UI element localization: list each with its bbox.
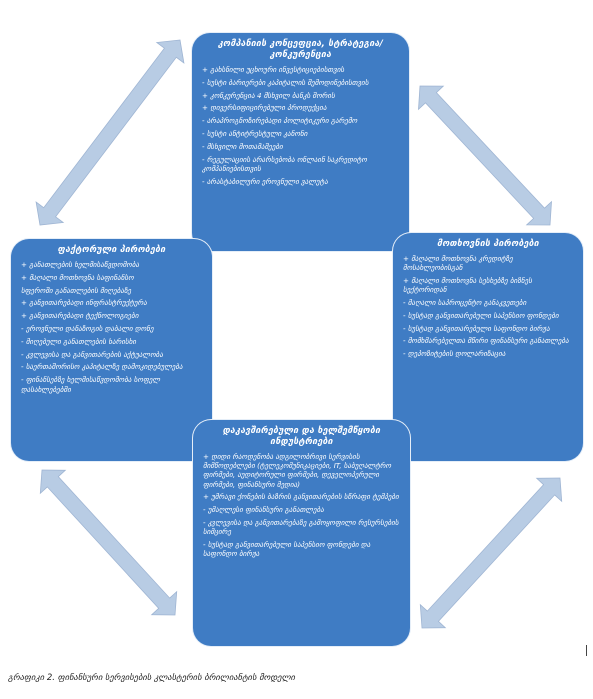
left-list-item: - მიღებული განათლების ხარისხი — [21, 336, 137, 346]
left-list-item: - საერთაშორისო კაპიტალზე დამოკიდებულება — [21, 362, 183, 372]
top-list-item: - რეგულაციის არარსებობა ონლაინ საკრედიტო… — [202, 154, 367, 173]
bottom-list-item: + დიდი რაოდენობა ადგილობრივი სერვისის მი… — [203, 451, 392, 489]
box-factor-conditions-list: + განათლების ხელმისაწვდომობა + მაღალი მოთ… — [21, 260, 202, 394]
box-related-industries: დაკავშირებული და ხელშემწყობი ინდუსტრიები… — [193, 420, 410, 646]
right-list-item: - მაღალი საპროცენტო განაკვეთები — [403, 298, 527, 308]
top-list-item: + კონკურენცია 4 მსხვილ ბანკს შორის — [202, 90, 335, 100]
top-list-item: - სუსტი ბარიერები კაპიტალის შემოდინებისთ… — [202, 77, 369, 87]
arrow-bottom-left — [39, 469, 178, 616]
arrow-top-right — [418, 85, 552, 226]
top-list-item: - არაპროგნოზირებადი პოლიტიკური გარემო — [202, 116, 358, 126]
left-list-item: - ეროვნული დანაზოგის დაბალი დონე — [21, 324, 154, 334]
right-list-item: - სუსტად განვითარებული საფონდო ბირჟა — [403, 323, 550, 333]
right-list-item: - სუსტად განვითარებული საპენსიო ფონდები — [403, 310, 559, 320]
box-demand-conditions-title: მოთხოვნის პირობები — [437, 239, 539, 249]
arrow-layer — [35, 39, 563, 629]
right-list-item: + მაღალი მოთხოვნა კრედიტზე მოსახლეობისგა… — [403, 253, 513, 273]
box-factor-conditions: ფაქტორული პირობები + განათლების ხელმისაწ… — [11, 239, 212, 461]
bottom-list-item: - კვლევისა და განვითარებაზე გამოყოფილი რ… — [203, 518, 399, 537]
bottom-list-item: + უმრავი ქონების ბაზრის განვითარების სწრ… — [203, 492, 399, 502]
arrow-bottom-right — [419, 477, 563, 629]
top-list-item: + დივერსიფიცირებული პროდუქცია — [202, 103, 327, 113]
box-company-strategy: კომპანიის კონცეფცია, სტრატეგია/კონკურენც… — [192, 33, 409, 251]
left-list-item: + განვითარებადი ინფრასტრუქტურა — [21, 298, 147, 308]
box-demand-conditions-list: + მაღალი მოთხოვნა კრედიტზე მოსახლეობისგა… — [403, 254, 573, 359]
top-list-item: - მსხვილი მოთამაშეები — [202, 141, 283, 151]
box-related-industries-title: დაკავშირებული და ხელშემწყობი ინდუსტრიები — [222, 426, 381, 447]
right-list-item: + მაღალი მოთხოვნა სესხებზე ბიზნეს სექტორ… — [403, 276, 532, 295]
box-related-industries-list: + დიდი რაოდენობა ადგილობრივი სერვისის მი… — [203, 452, 400, 559]
left-list-item: - კვლევისა და განვითარების აქტუალობა — [21, 349, 163, 359]
left-list-item: + განათლების ხელმისაწვდომობა — [21, 259, 140, 269]
box-demand-conditions: მოთხოვნის პირობები + მაღალი მოთხოვნა კრე… — [393, 233, 583, 461]
right-list-item: - დეპოზიტების დოლარიზაცია — [403, 349, 506, 359]
top-list-item: - არასტაბილური ეროვნული ვალუტა — [202, 176, 328, 186]
bottom-list-item: - სუსტად განვითარებული საპენსიო ფონდები … — [203, 540, 371, 559]
top-list-item: + გახსნილი უცხოური ინვესტიციებისთვის — [202, 64, 345, 74]
box-company-strategy-list: + გახსნილი უცხოური ინვესტიციებისთვის - სუ… — [202, 65, 399, 186]
left-list-item: + განვითარებადი ტექნოლოგიები — [21, 311, 139, 321]
figure-caption: გრაფიკი 2. ფინანსური სერვისების კლასტერი… — [8, 673, 296, 683]
edge-mark — [586, 645, 587, 656]
box-factor-conditions-title: ფაქტორული პირობები — [57, 245, 166, 255]
right-list-item: - მომხმარებელთა მწირი ფინანსური განათლებ… — [403, 336, 569, 346]
left-list-item: + მაღალი მოთხოვნა საფინანსო — [21, 272, 134, 282]
box-company-strategy-title: კომპანიის კონცეფცია, სტრატეგია/კონკურენც… — [217, 39, 384, 60]
top-list-item: - სუსტი ანტიტრესტული კანონი — [202, 129, 308, 139]
left-list-item: სფეროში განათლების მიღებაზე — [21, 285, 132, 295]
bottom-list-item: - უმაღლესი ფინანსური განათლება — [203, 505, 324, 515]
left-list-item: - ფინანსებზე ხელმისაწვდომობა სოფელ დასახ… — [21, 375, 161, 394]
arrow-top-left — [35, 39, 185, 226]
